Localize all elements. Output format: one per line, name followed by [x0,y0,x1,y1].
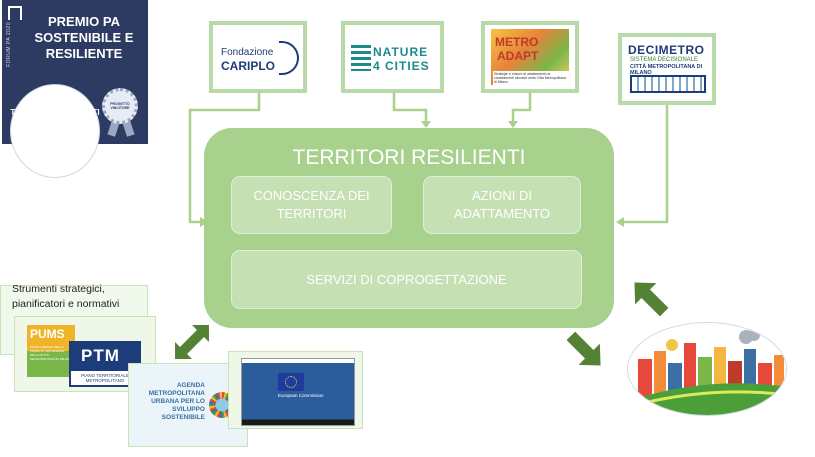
ptm-logo: PTM PIANO TERRITORIALE METROPOLITANO [69,341,141,387]
connector-nature [392,93,428,122]
nature-line2: 4 CITIES [373,59,430,73]
premio-title: PREMIO PA SOSTENIBILE E RESILIENTE [34,14,134,61]
pums-subtitle: PIANO URBANO DELLA MOBILITÀ SOSTENIBILE … [30,345,72,361]
city-illustration [627,322,787,416]
metro-line2: ADAPT [497,49,539,63]
cariplo-card: Fondazione CARIPLO [209,21,307,93]
ptm-subtitle: PIANO TERRITORIALE METROPOLITANO [81,373,129,383]
tools-label: Strumenti strategici, pianificatori e no… [12,283,120,310]
box-azioni: AZIONI DI ADATTAMENTO [423,176,581,234]
arrow-in-icon [634,282,669,317]
arrowhead-nature [421,121,431,128]
waves-icon [351,45,371,71]
connector-metro [511,93,532,122]
badge-city: CITTÀ METROPOLITANA DI MILANO [10,84,100,178]
eu-label: European Commission [278,393,324,398]
double-arrow-tools [175,325,209,359]
decimetro-line1: DECIMETRO [628,43,705,57]
agenda-text: AGENDA METROPOLITANA URBANA PER LO SVILU… [148,382,205,421]
forum-pa-logo-icon [8,6,22,20]
cariplo-line2: CARIPLO [221,59,275,73]
arrow-out-icon [566,331,601,366]
metro-line1: METRO [495,35,539,49]
eu-building-photo: European Commission [241,358,355,426]
arrowhead-metro [508,121,518,128]
city-skyline-icon [628,323,786,415]
box-conoscenza: CONOSCENZA DEI TERRITORI [231,176,392,234]
ptm-bar: PTM [71,343,139,371]
decimetro-card: DECIMETRO SISTEMA DECISIONALE CITTÀ METR… [618,33,716,105]
territori-resilienti-block: TERRITORI RESILIENTI CONOSCENZA DEI TERR… [204,128,614,328]
rosette-label: PROGETTO VINCITORE [110,102,130,110]
decimetro-line2: SISTEMA DECISIONALE [630,57,699,63]
decimetro-line3: CITTÀ METROPOLITANA DI MILANO [630,64,703,76]
metro-caption: Strategie e misure di adattamento ai cam… [493,71,569,85]
connector-decimetro [622,105,669,224]
connector-cariplo [188,93,261,224]
arrowhead-decimetro [616,217,624,227]
metroadapt-card: METRO ADAPT Strategie e misure di adatta… [481,21,579,93]
ptm-title: PTM [81,346,120,365]
eu-card: European Commission [228,351,363,429]
pums-logo: PUMS PIANO URBANO DELLA MOBILITÀ SOSTENI… [27,325,75,377]
cariplo-logo-icon [279,41,299,75]
award-rosette-icon: PROGETTO VINCITORE [102,88,138,124]
cariplo-line1: Fondazione [221,47,274,58]
badge-project: TERRITORI RESILIENTI [10,108,100,117]
premio-badge: FORUM PA 2020 PREMIO PA SOSTENIBILE E RE… [2,0,148,178]
nature-line1: NATURE [373,45,429,59]
skyline-icon [630,75,706,93]
main-title: TERRITORI RESILIENTI [292,146,526,169]
nature4cities-card: NATURE 4 CITIES [341,21,444,93]
pums-title: PUMS [30,327,65,341]
eu-flag-icon [278,373,304,391]
box-servizi: SERVIZI DI COPROGETTAZIONE [231,250,582,309]
